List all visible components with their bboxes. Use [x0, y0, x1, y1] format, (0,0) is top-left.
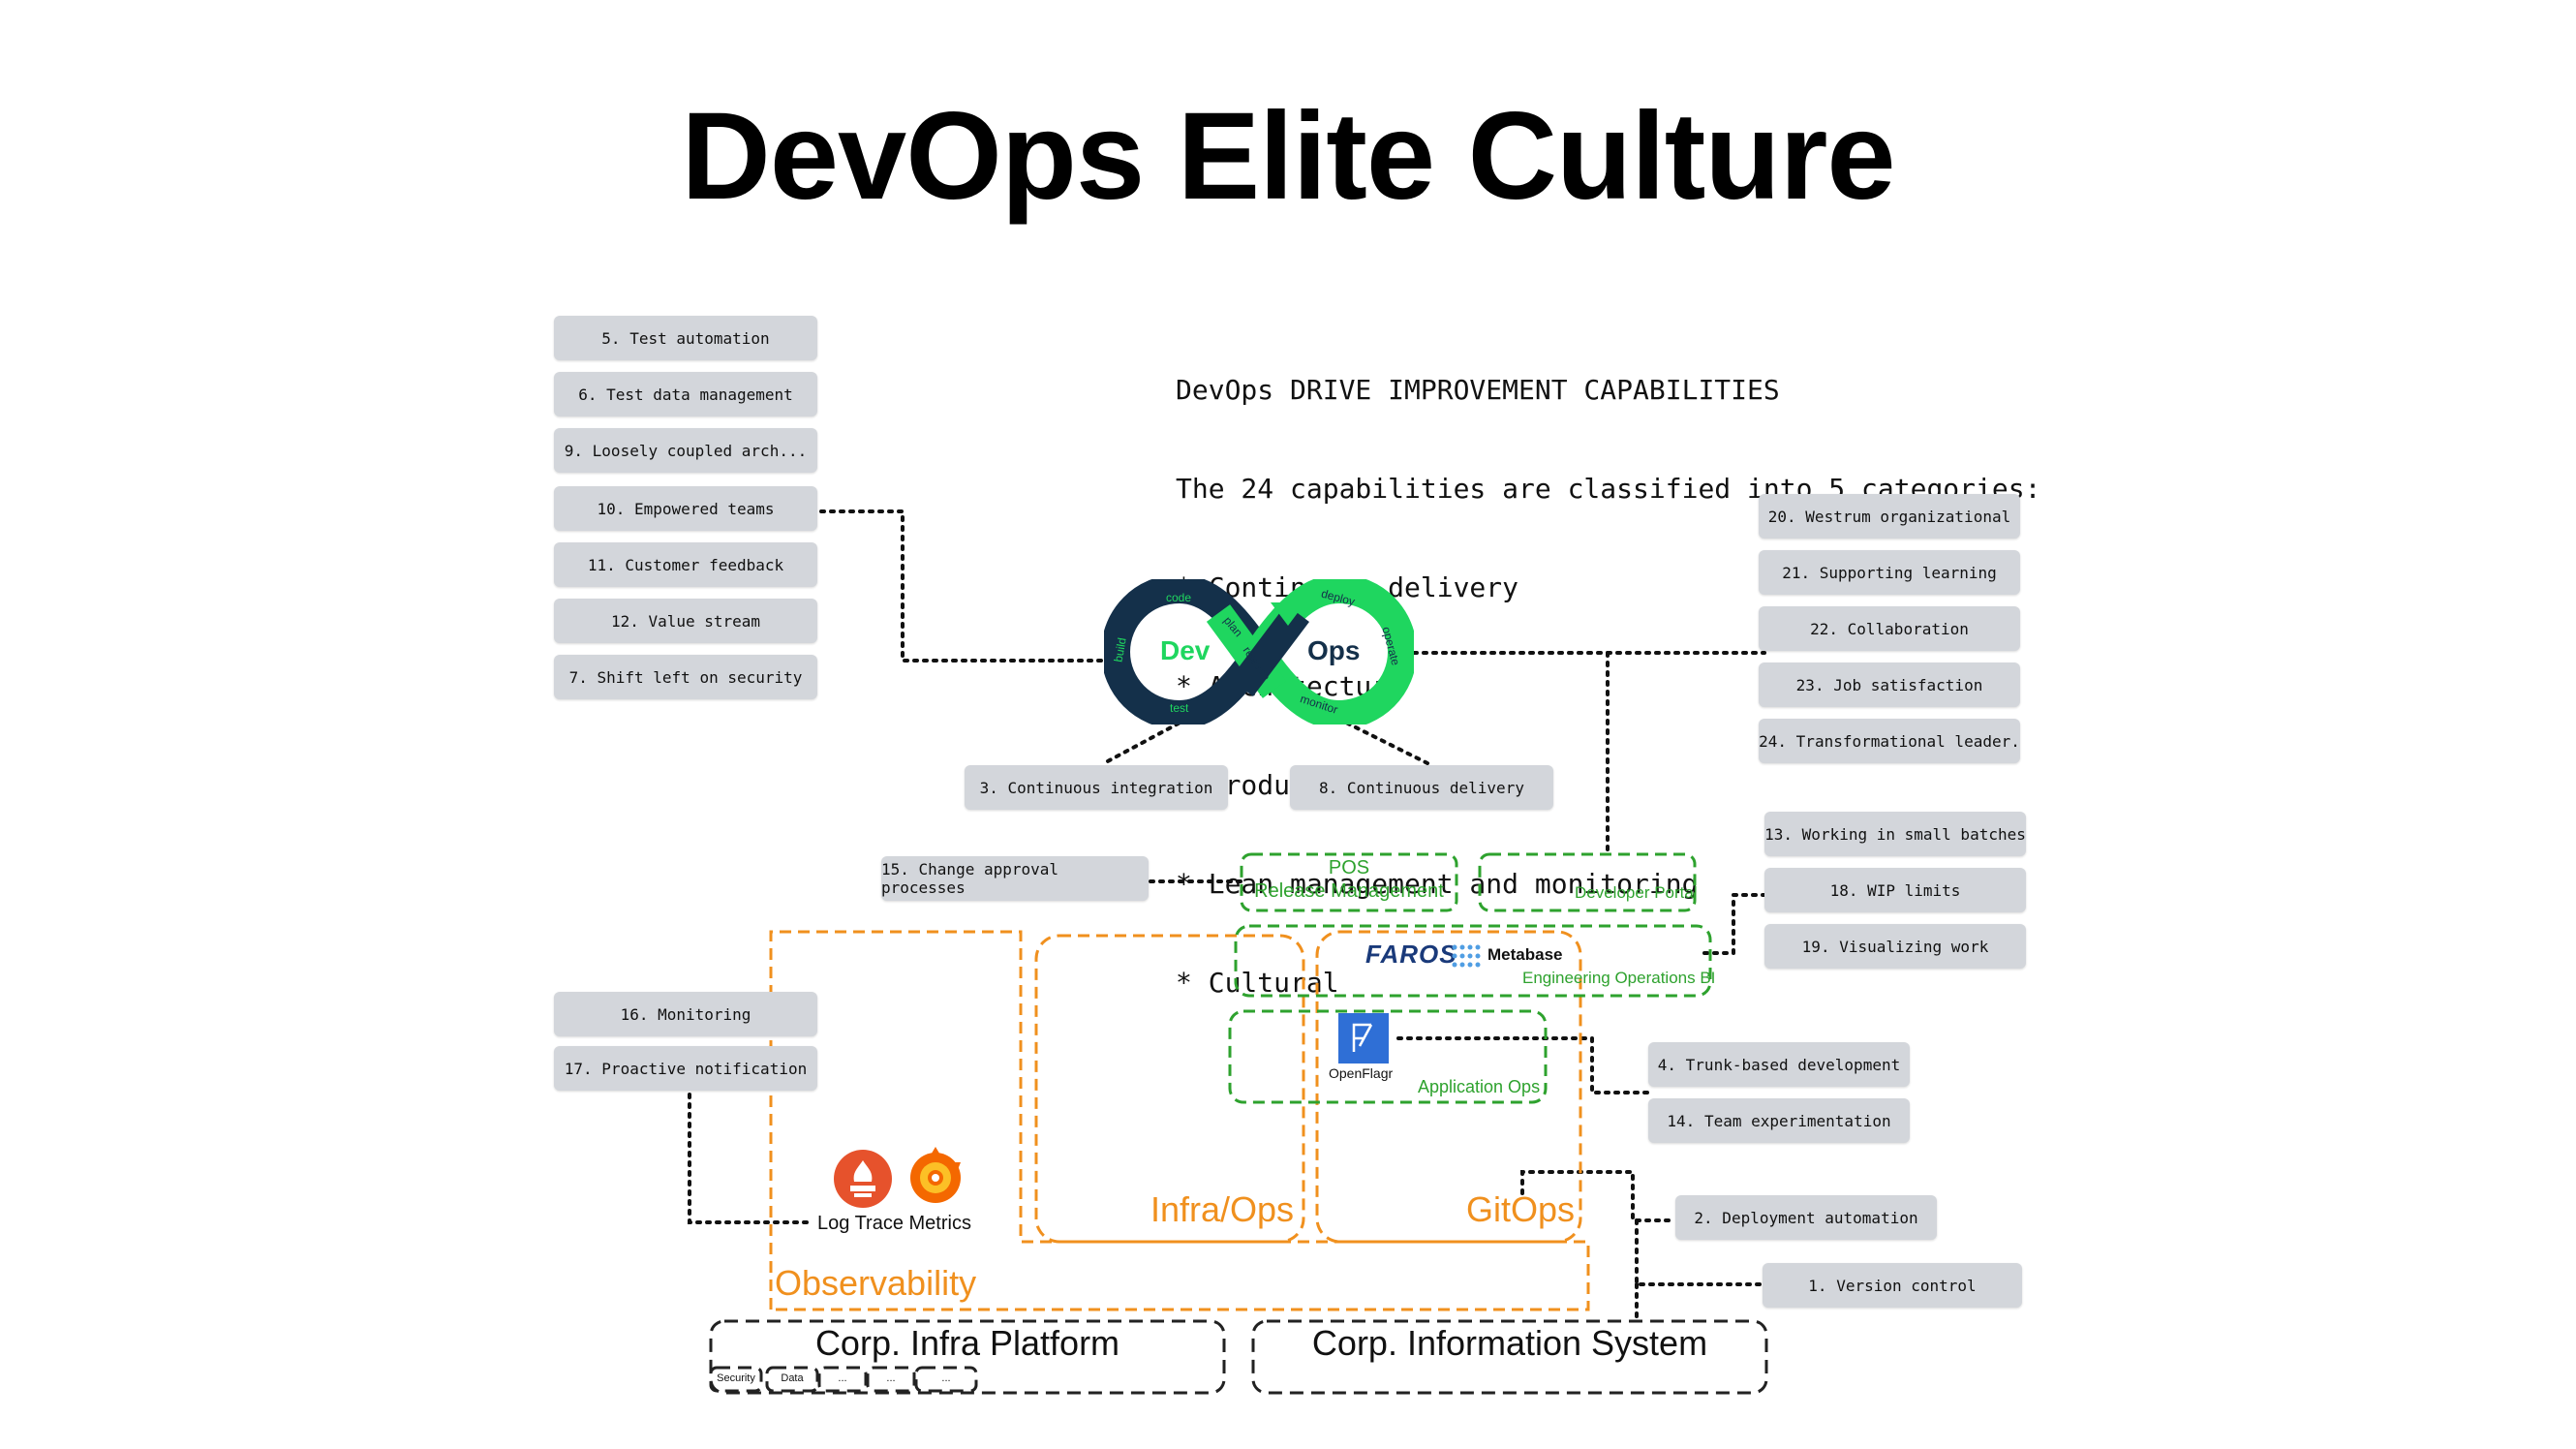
infra-sub-security: Security — [717, 1372, 755, 1384]
cap-line: The 24 capabilities are classified into … — [1176, 473, 2041, 505]
pill-transformational-leader: 24. Transformational leader. — [1759, 719, 2020, 763]
infra-ops-label: Infra/Ops — [1150, 1189, 1295, 1229]
pill-deployment-automation: 2. Deployment automation — [1675, 1195, 1937, 1240]
stage-test: test — [1170, 701, 1189, 715]
application-ops-label: Application Ops — [1418, 1077, 1541, 1096]
prometheus-icon — [833, 1149, 893, 1209]
pill-continuous-delivery: 8. Continuous delivery — [1290, 765, 1553, 810]
corp-infra-platform-label: Corp. Infra Platform — [814, 1323, 1120, 1363]
release-management-label: Release Management — [1254, 880, 1444, 902]
log-trace-metrics-label: Log Trace Metrics — [817, 1213, 971, 1234]
pill-trunk-based: 4. Trunk-based development — [1648, 1042, 1910, 1087]
pill-customer-feedback: 11. Customer feedback — [554, 542, 817, 587]
pill-monitoring: 16. Monitoring — [554, 992, 817, 1036]
stage-code: code — [1166, 591, 1192, 604]
devops-dev-label: Dev — [1160, 635, 1211, 665]
pill-test-data-management: 6. Test data management — [554, 372, 817, 416]
devops-ops-label: Ops — [1307, 635, 1361, 665]
gitops-label: GitOps — [1466, 1189, 1576, 1229]
pill-shift-left-security: 7. Shift left on security — [554, 655, 817, 699]
metabase-icon — [1451, 943, 1484, 969]
pill-team-experimentation: 14. Team experimentation — [1648, 1098, 1910, 1143]
pos-label: POS — [1328, 857, 1370, 879]
grafana-icon — [905, 1145, 966, 1207]
pill-proactive-notification: 17. Proactive notification — [554, 1046, 817, 1091]
faros-logo: FAROS — [1365, 940, 1457, 969]
pill-job-satisfaction: 23. Job satisfaction — [1759, 663, 2020, 707]
infra-sub-more-3: ... — [941, 1372, 951, 1384]
infra-sub-data: Data — [781, 1372, 804, 1384]
page-title: DevOps Elite Culture — [681, 87, 1895, 226]
pill-loosely-coupled: 9. Loosely coupled arch... — [554, 428, 817, 473]
pill-continuous-integration: 3. Continuous integration — [965, 765, 1228, 810]
observability-label: Observability — [775, 1263, 977, 1303]
pill-wip-limits: 18. WIP limits — [1764, 868, 2026, 912]
pill-change-approval: 15. Change approval processes — [881, 856, 1149, 901]
infra-sub-more-1: ... — [838, 1372, 847, 1384]
engineering-ops-bi-label: Engineering Operations BI — [1522, 969, 1716, 987]
openflagr-label: OpenFlagr — [1329, 1065, 1394, 1081]
infra-sub-more-2: ... — [886, 1372, 896, 1384]
metabase-label: Metabase — [1487, 945, 1563, 964]
openflagr-icon — [1338, 1013, 1389, 1064]
pill-westrum: 20. Westrum organizational — [1759, 494, 2020, 539]
cap-line: DevOps DRIVE IMPROVEMENT CAPABILITIES — [1176, 374, 1780, 406]
pill-empowered-teams: 10. Empowered teams — [554, 486, 817, 531]
devops-infinity-logo: Dev Ops code plan build test release dep… — [1100, 573, 1418, 730]
pill-supporting-learning: 21. Supporting learning — [1759, 550, 2020, 595]
corp-information-system-label: Corp. Information System — [1311, 1323, 1708, 1363]
pill-version-control: 1. Version control — [1763, 1263, 2022, 1308]
pill-value-stream: 12. Value stream — [554, 599, 817, 643]
pill-visualizing-work: 19. Visualizing work — [1764, 924, 2026, 969]
pill-test-automation: 5. Test automation — [554, 316, 817, 360]
pill-collaboration: 22. Collaboration — [1759, 606, 2020, 651]
pill-small-batches: 13. Working in small batches — [1764, 812, 2026, 856]
developer-portal-label: Developer Portal — [1575, 883, 1698, 902]
